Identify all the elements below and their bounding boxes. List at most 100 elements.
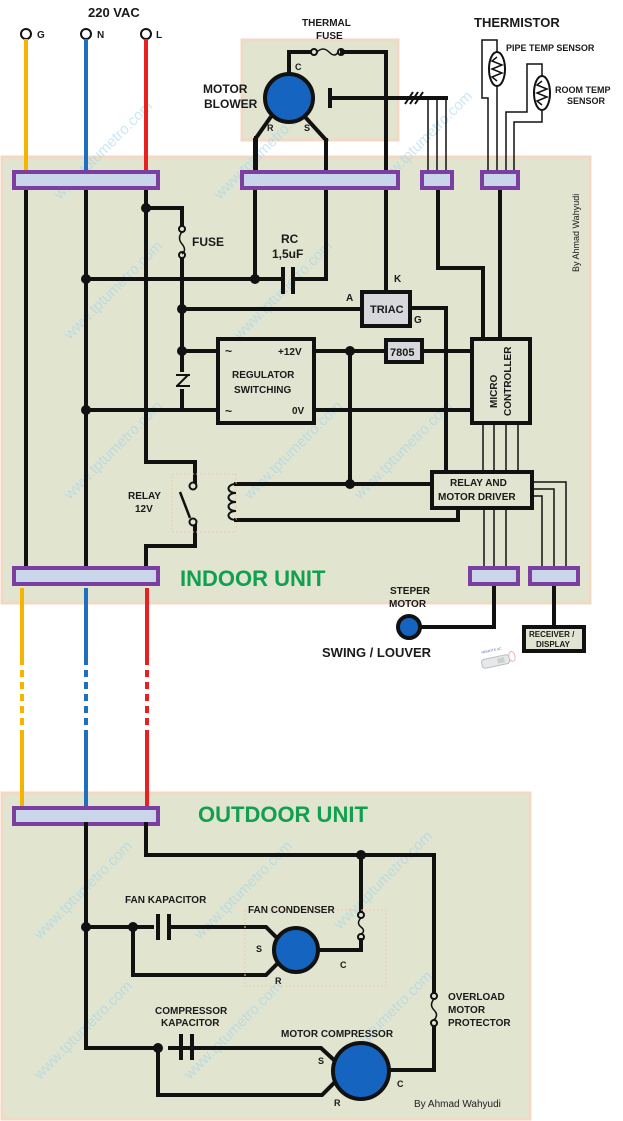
svg-text:R: R	[334, 1098, 341, 1108]
svg-text:OVERLOAD: OVERLOAD	[448, 992, 505, 1003]
svg-text:SENSOR: SENSOR	[567, 96, 606, 106]
stepper-motor: STEPER MOTOR SWING / LOUVER	[322, 586, 432, 660]
svg-text:S: S	[304, 123, 310, 133]
fuse-icon	[178, 231, 186, 255]
svg-text:RELAY AND: RELAY AND	[450, 478, 507, 489]
svg-text:TRIAC: TRIAC	[370, 304, 404, 316]
micro-controller: MICRO CONTROLLER	[470, 337, 532, 425]
svg-text:7805: 7805	[390, 347, 414, 359]
overload-icon	[430, 998, 438, 1021]
svg-text:G: G	[414, 315, 422, 326]
svg-text:1,5uF: 1,5uF	[272, 247, 303, 261]
outdoor-unit-label: OUTDOOR UNIT	[198, 802, 368, 827]
svg-text:+12V: +12V	[278, 347, 302, 358]
motor-compressor: MOTOR COMPRESSOR S R C	[281, 1029, 404, 1108]
svg-text:PIPE TEMP SENSOR: PIPE TEMP SENSOR	[506, 43, 595, 53]
indoor-author: By Ahmad Wahyudi	[571, 194, 581, 272]
fan-thermal-protector-icon	[357, 917, 365, 935]
svg-text:SWITCHING: SWITCHING	[234, 385, 291, 396]
svg-text:CONTROLLER: CONTROLLER	[503, 346, 514, 416]
compressor-motor-icon	[331, 1041, 391, 1101]
svg-text:REGULATOR: REGULATOR	[232, 370, 295, 381]
svg-text:N: N	[97, 30, 104, 41]
svg-text:C: C	[340, 960, 347, 970]
motor-blower-icon	[263, 72, 315, 124]
relay-12v: RELAY 12V	[128, 473, 237, 533]
signal-wiring	[418, 424, 567, 629]
svg-text:R: R	[267, 123, 274, 133]
svg-text:MOTOR: MOTOR	[448, 1005, 486, 1016]
indoor-junctions	[81, 203, 355, 489]
svg-text:SWING / LOUVER: SWING / LOUVER	[322, 645, 432, 660]
supply-title: 220 VAC	[88, 5, 140, 20]
thermal-fuse: THERMAL FUSE	[302, 18, 351, 56]
motor-blower: MOTOR BLOWER C R S	[203, 62, 315, 133]
svg-text:MOTOR DRIVER: MOTOR DRIVER	[438, 492, 516, 503]
svg-text:FUSE: FUSE	[192, 235, 224, 249]
svg-text:DISPLAY: DISPLAY	[536, 640, 571, 649]
svg-text:BLOWER: BLOWER	[204, 97, 258, 111]
svg-text:S: S	[318, 1056, 324, 1066]
svg-text:L: L	[156, 30, 162, 41]
outdoor-wiring	[84, 822, 436, 1097]
thermistor-wiring	[481, 39, 551, 172]
svg-text:KAPACITOR: KAPACITOR	[161, 1018, 220, 1029]
thermistor-labels: THERMISTOR PIPE TEMP SENSOR ROOM TEMP SE…	[474, 15, 611, 106]
relay-motor-driver: RELAY AND MOTOR DRIVER	[430, 470, 534, 510]
svg-text:A: A	[346, 293, 353, 304]
svg-text:G: G	[37, 30, 45, 41]
svg-text:FUSE: FUSE	[316, 31, 343, 42]
svg-text:R: R	[275, 976, 282, 986]
svg-text:RELAY: RELAY	[128, 491, 161, 502]
svg-text:RC: RC	[281, 232, 299, 246]
outdoor-author: By Ahmad Wahyudi	[414, 1099, 501, 1110]
svg-text:C: C	[397, 1079, 404, 1089]
svg-text:MICRO: MICRO	[489, 374, 500, 408]
svg-text:FAN CONDENSER: FAN CONDENSER	[248, 905, 335, 916]
compressor-capacitor: COMPRESSOR KAPACITOR	[155, 1006, 228, 1060]
svg-text:FAN KAPACITOR: FAN KAPACITOR	[125, 895, 207, 906]
svg-text:RECEIVER /: RECEIVER /	[529, 630, 575, 639]
connector-blower-signal	[420, 170, 454, 190]
overload-motor-protector: OVERLOAD MOTOR PROTECTOR	[430, 992, 511, 1029]
varistor-icon	[176, 374, 189, 387]
svg-text:MOTOR: MOTOR	[203, 82, 248, 96]
blower-wiring	[253, 50, 448, 190]
outdoor-junctions	[81, 850, 366, 1053]
svg-text:REMOTE AC: REMOTE AC	[481, 646, 502, 654]
connector-thermistor	[480, 170, 520, 190]
indoor-unit-label: INDOOR UNIT	[180, 566, 326, 591]
svg-text:S: S	[256, 944, 262, 954]
remote-icon	[481, 654, 511, 669]
relay-switch-icon	[178, 491, 192, 519]
svg-text:0V: 0V	[292, 406, 305, 417]
svg-text:ROOM TEMP: ROOM TEMP	[555, 85, 611, 95]
svg-text:COMPRESSOR: COMPRESSOR	[155, 1006, 228, 1017]
svg-text:C: C	[295, 62, 302, 72]
connector-stepper	[468, 566, 520, 586]
svg-text:12V: 12V	[135, 504, 153, 515]
stepper-motor-icon	[396, 614, 422, 640]
fuse: FUSE	[178, 225, 224, 259]
connector-indoor-out	[12, 566, 160, 586]
svg-text:STEPER: STEPER	[390, 586, 431, 597]
regulator-switching: ~ ~ +12V 0V REGULATOR SWITCHING	[216, 337, 316, 425]
svg-text:K: K	[394, 274, 402, 285]
svg-text:~: ~	[225, 404, 232, 418]
fan-motor-icon	[272, 926, 320, 974]
thermal-fuse-icon	[316, 48, 339, 56]
connector-outdoor-in	[12, 806, 160, 826]
voltage-regulator-7805: 7805	[384, 338, 424, 364]
svg-text:THERMAL: THERMAL	[302, 18, 351, 29]
triac: TRIAC A K G	[346, 274, 422, 328]
svg-text:MOTOR COMPRESSOR: MOTOR COMPRESSOR	[281, 1029, 394, 1040]
svg-text:~: ~	[225, 344, 232, 358]
varistor	[176, 365, 190, 410]
fan-condenser: FAN CONDENSER S R C	[244, 905, 387, 987]
connector-receiver	[528, 566, 580, 586]
inter-unit-wires	[20, 588, 149, 808]
svg-text:THERMISTOR: THERMISTOR	[474, 15, 560, 30]
receiver-display: RECEIVER / DISPLAY	[522, 625, 586, 653]
svg-text:MOTOR: MOTOR	[389, 599, 427, 610]
